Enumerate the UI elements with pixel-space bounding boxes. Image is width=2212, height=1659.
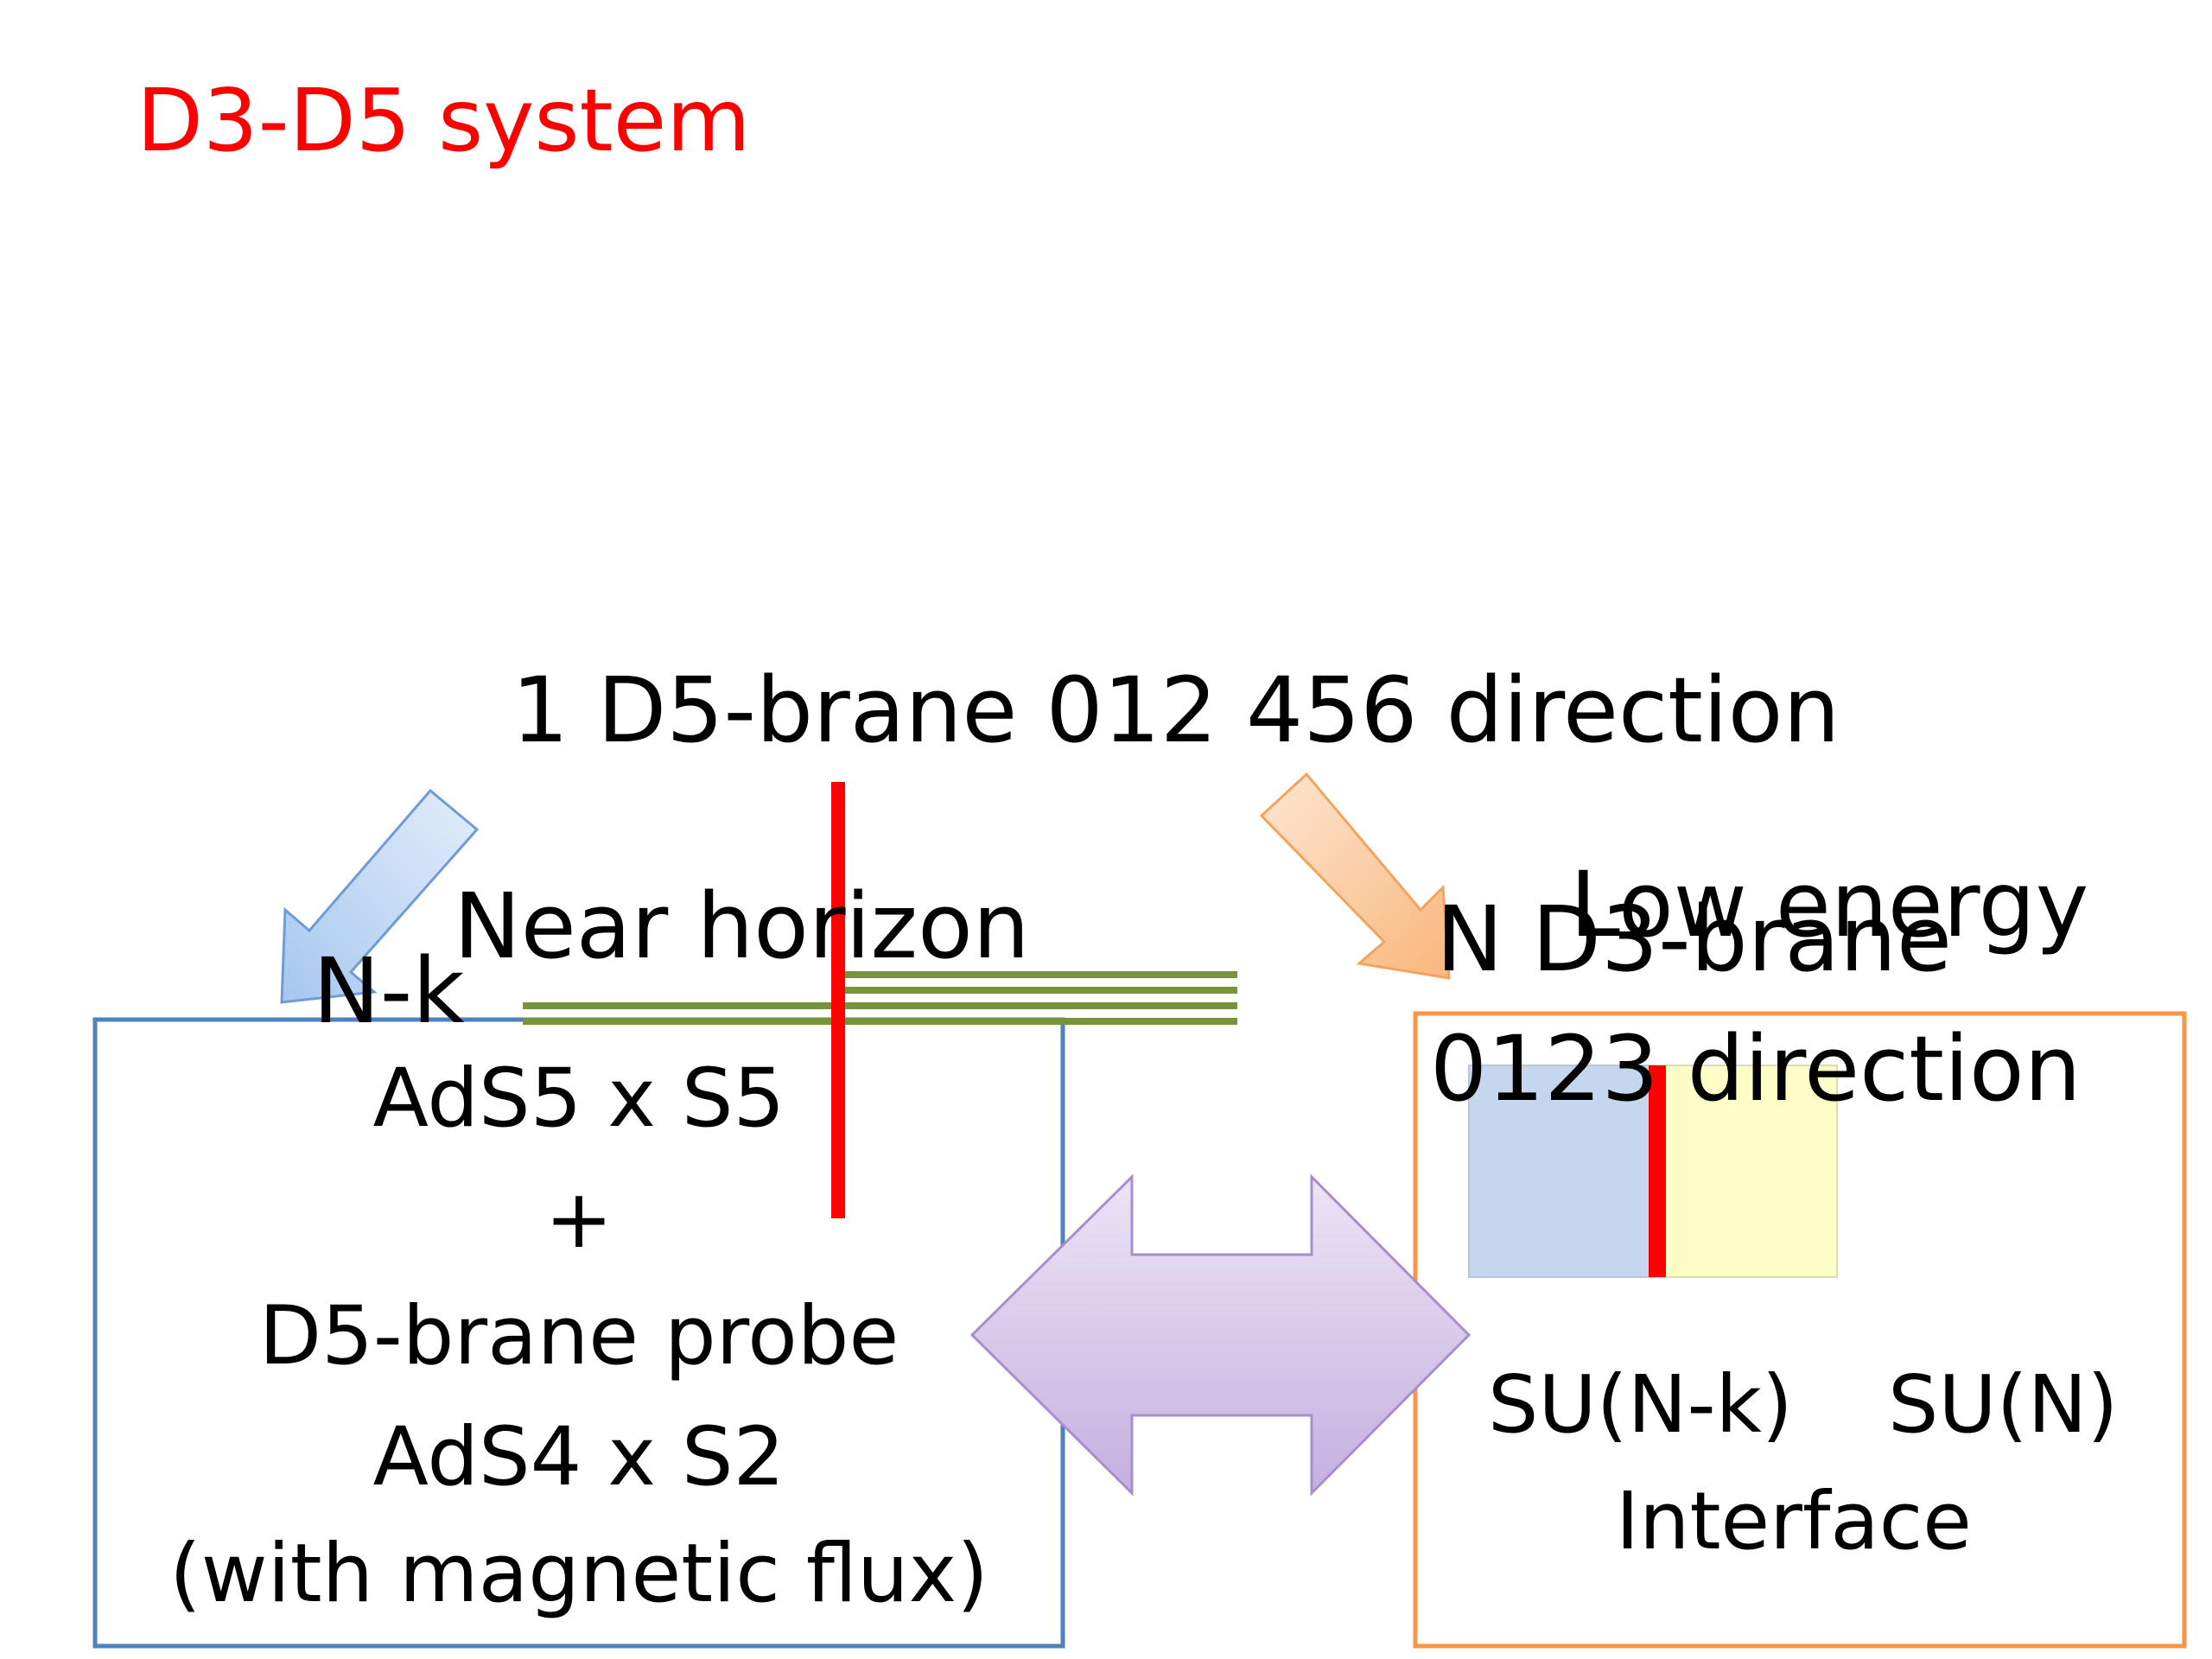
d3-direction-label: 0123 direction <box>1430 1016 2082 1122</box>
su-n-minus-k-label: SU(N-k) <box>1488 1358 1793 1451</box>
duality-arrow <box>969 1173 1471 1497</box>
ads4-s2-label: AdS4 x S2 <box>372 1410 785 1504</box>
d5-probe-label: D5-brane probe <box>258 1289 899 1383</box>
d3-brane-stack <box>523 971 1237 1025</box>
d5-brane-label: 1 D5-brane 012 456 direction <box>512 658 1840 763</box>
interface-label: Interface <box>1616 1475 1972 1567</box>
su-n-region <box>1656 1065 1838 1278</box>
slide-title: D3-D5 system <box>137 70 751 171</box>
near-horizon-label: Near horizon <box>454 874 1030 979</box>
low-energy-label: Low energy <box>1570 852 2089 957</box>
magnetic-flux-label: (with magnetic flux) <box>169 1527 988 1621</box>
low-energy-arrow <box>1259 772 1451 980</box>
plus-label: + <box>544 1173 613 1267</box>
su-n-minus-k-region <box>1468 1065 1658 1278</box>
ads5-s5-label: AdS5 x S5 <box>372 1052 785 1146</box>
n-minus-k-label: N-k <box>313 938 465 1044</box>
near-horizon-arrow <box>280 788 480 1004</box>
su-n-label: SU(N) <box>1888 1358 2119 1451</box>
n-d3-brane-label: N D3-brane <box>1436 887 1953 992</box>
